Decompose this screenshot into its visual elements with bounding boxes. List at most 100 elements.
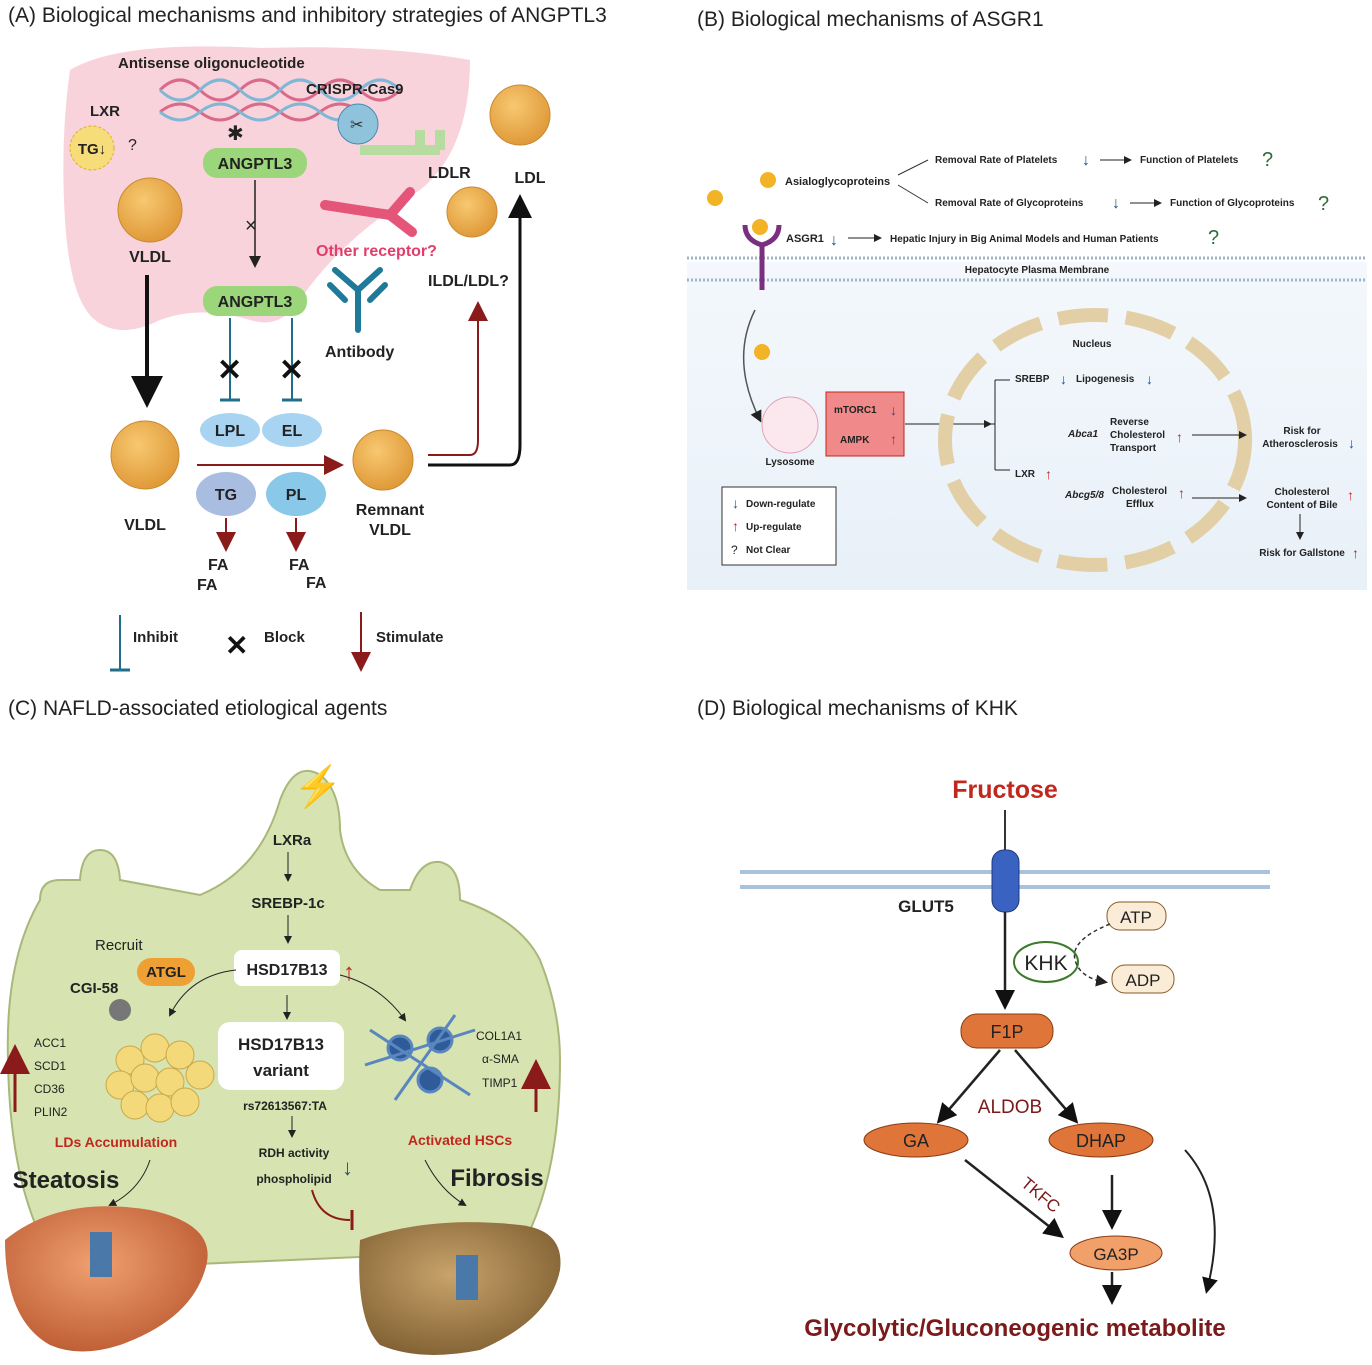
cgi58-label: CGI-58 bbox=[70, 980, 118, 997]
ga3p-node bbox=[1069, 1235, 1163, 1271]
block-lpl-icon: ✕ bbox=[217, 354, 242, 387]
asgr1-receptor-icon bbox=[742, 224, 782, 290]
panel-a: Antisense oligonucleotide CRISPR-Cas9 LX… bbox=[63, 46, 551, 672]
nucleus-label: Nucleus bbox=[1073, 339, 1112, 350]
lds-label: LDs Accumulation bbox=[55, 1134, 177, 1150]
svg-text:Block: Block bbox=[264, 629, 306, 646]
function-platelets-label: Function of Platelets bbox=[1140, 155, 1239, 166]
svg-text:GA: GA bbox=[903, 1131, 929, 1151]
panel-c: ⚡ LXRa SREBP-1c HSD17B13 ↑ Recruit ATGL … bbox=[0, 763, 562, 1355]
genes-right: COL1A1 α-SMA TIMP1 bbox=[476, 1029, 522, 1090]
pl-node-label: PL bbox=[286, 487, 307, 504]
legend-b bbox=[721, 486, 837, 566]
pl-node bbox=[266, 472, 326, 516]
svg-text:↑: ↑ bbox=[1176, 429, 1183, 445]
panel-b: Hepatocyte Plasma Membrane Asialoglycopr… bbox=[687, 149, 1367, 590]
angptl3-top-box bbox=[203, 148, 307, 178]
hscs-icon bbox=[364, 1014, 476, 1101]
svg-text:↑: ↑ bbox=[1352, 545, 1359, 561]
glut5-label: GLUT5 bbox=[898, 897, 954, 916]
ildl-particle bbox=[446, 186, 498, 238]
block-x-icon: × bbox=[245, 215, 257, 237]
svg-text:Cholesterol: Cholesterol bbox=[1274, 487, 1329, 498]
genes-left: ACC1 SCD1 CD36 PLIN2 bbox=[34, 1036, 68, 1119]
svg-text:↑: ↑ bbox=[732, 518, 739, 534]
svg-text:↑: ↑ bbox=[1347, 487, 1354, 503]
svg-text:↓: ↓ bbox=[1348, 435, 1355, 451]
svg-text:?: ? bbox=[731, 543, 738, 557]
scissors-icon: ✂ bbox=[350, 117, 363, 134]
angptl3-mid-box bbox=[203, 286, 307, 316]
antibody-label: Antibody bbox=[325, 344, 394, 361]
vldl-liver-label: VLDL bbox=[129, 249, 171, 266]
el-label: EL bbox=[282, 423, 303, 440]
svg-text:↓: ↓ bbox=[1112, 195, 1120, 212]
svg-text:mTORC1: mTORC1 bbox=[834, 405, 877, 416]
tg-node bbox=[196, 472, 256, 516]
svg-text:KHK: KHK bbox=[1024, 952, 1067, 975]
svg-text:?: ? bbox=[1208, 227, 1219, 249]
lxr-label: LXR bbox=[90, 103, 120, 120]
svg-text:α-SMA: α-SMA bbox=[482, 1052, 519, 1066]
to-ildl-arrow bbox=[428, 301, 488, 456]
dhap-node bbox=[1048, 1122, 1154, 1158]
question-mark: ? bbox=[128, 137, 137, 154]
svg-text:Not Clear: Not Clear bbox=[746, 545, 791, 556]
svg-text:DHAP: DHAP bbox=[1076, 1131, 1126, 1151]
svg-text:variant: variant bbox=[253, 1061, 309, 1080]
rs-label: rs72613567:TA bbox=[243, 1099, 327, 1113]
antibody-icon bbox=[327, 267, 388, 333]
svg-text:Cholesterol: Cholesterol bbox=[1110, 430, 1165, 441]
lysosome-label: Lysosome bbox=[765, 457, 815, 468]
svg-text:PLIN2: PLIN2 bbox=[34, 1105, 68, 1119]
panel-d-title: (D) Biological mechanisms of KHK bbox=[697, 697, 1018, 720]
block-el-icon: ✕ bbox=[279, 354, 304, 387]
f1p-node bbox=[960, 1013, 1054, 1049]
svg-text:Down-regulate: Down-regulate bbox=[746, 499, 816, 510]
metabolite-label: Glycolytic/Gluconeogenic metabolite bbox=[804, 1315, 1225, 1342]
svg-text:Abcg5/8: Abcg5/8 bbox=[1064, 490, 1104, 501]
svg-text:Lipogenesis: Lipogenesis bbox=[1076, 374, 1135, 385]
svg-text:Abca1: Abca1 bbox=[1067, 429, 1098, 440]
svg-text:↑: ↑ bbox=[1045, 466, 1052, 482]
recruit-label: Recruit bbox=[95, 937, 143, 954]
svg-text:↓: ↓ bbox=[890, 402, 897, 418]
block-star-icon: ✱ bbox=[227, 123, 244, 145]
removal-platelets-label: Removal Rate of Platelets bbox=[935, 155, 1058, 166]
lysosome-icon bbox=[761, 396, 819, 454]
angptl3-top-label: ANGPTL3 bbox=[218, 156, 293, 173]
svg-text:ATGL: ATGL bbox=[146, 964, 186, 981]
variant-box bbox=[218, 1022, 344, 1090]
panel-b-title: (B) Biological mechanisms of ASGR1 bbox=[697, 8, 1044, 31]
svg-text:?: ? bbox=[1262, 149, 1273, 171]
khk-enzyme bbox=[1013, 941, 1079, 983]
ildl-label: ILDL/LDL? bbox=[428, 273, 509, 290]
svg-text:Risk for: Risk for bbox=[1283, 426, 1320, 437]
aldob-label: ALDOB bbox=[978, 1097, 1042, 1118]
svg-text:RDH activity: RDH activity bbox=[259, 1146, 330, 1160]
vldl-particle bbox=[110, 420, 180, 490]
dna-helix bbox=[158, 78, 402, 122]
steatosis-label: Steatosis bbox=[13, 1167, 120, 1194]
cgi58-dot bbox=[109, 999, 131, 1021]
panel-c-title: (C) NAFLD-associated etiological agents bbox=[8, 697, 388, 720]
svg-text:Inhibit: Inhibit bbox=[133, 629, 178, 646]
atp-box bbox=[1106, 901, 1167, 931]
tg-label: TG↓ bbox=[78, 141, 106, 158]
svg-text:Stimulate: Stimulate bbox=[376, 629, 444, 646]
svg-text:↑: ↑ bbox=[343, 959, 355, 986]
tg-node-label: TG bbox=[215, 487, 237, 504]
remnant-label-2: VLDL bbox=[369, 522, 411, 539]
aso-label: Antisense oligonucleotide bbox=[118, 55, 305, 72]
remnant-label-1: Remnant bbox=[356, 502, 425, 519]
atgl-box bbox=[137, 958, 195, 986]
hsd17b13-label: HSD17B13 bbox=[247, 962, 328, 979]
hepatic-injury-label: Hepatic Injury in Big Animal Models and … bbox=[890, 234, 1159, 245]
fa-label-3: FA bbox=[289, 557, 310, 574]
asialo-label: Asialoglycoproteins bbox=[785, 176, 890, 188]
asialo-dot bbox=[760, 172, 776, 188]
el-node bbox=[262, 413, 322, 447]
adp-box bbox=[1111, 964, 1175, 994]
function-glyco-label: Function of Glycoproteins bbox=[1170, 198, 1295, 209]
